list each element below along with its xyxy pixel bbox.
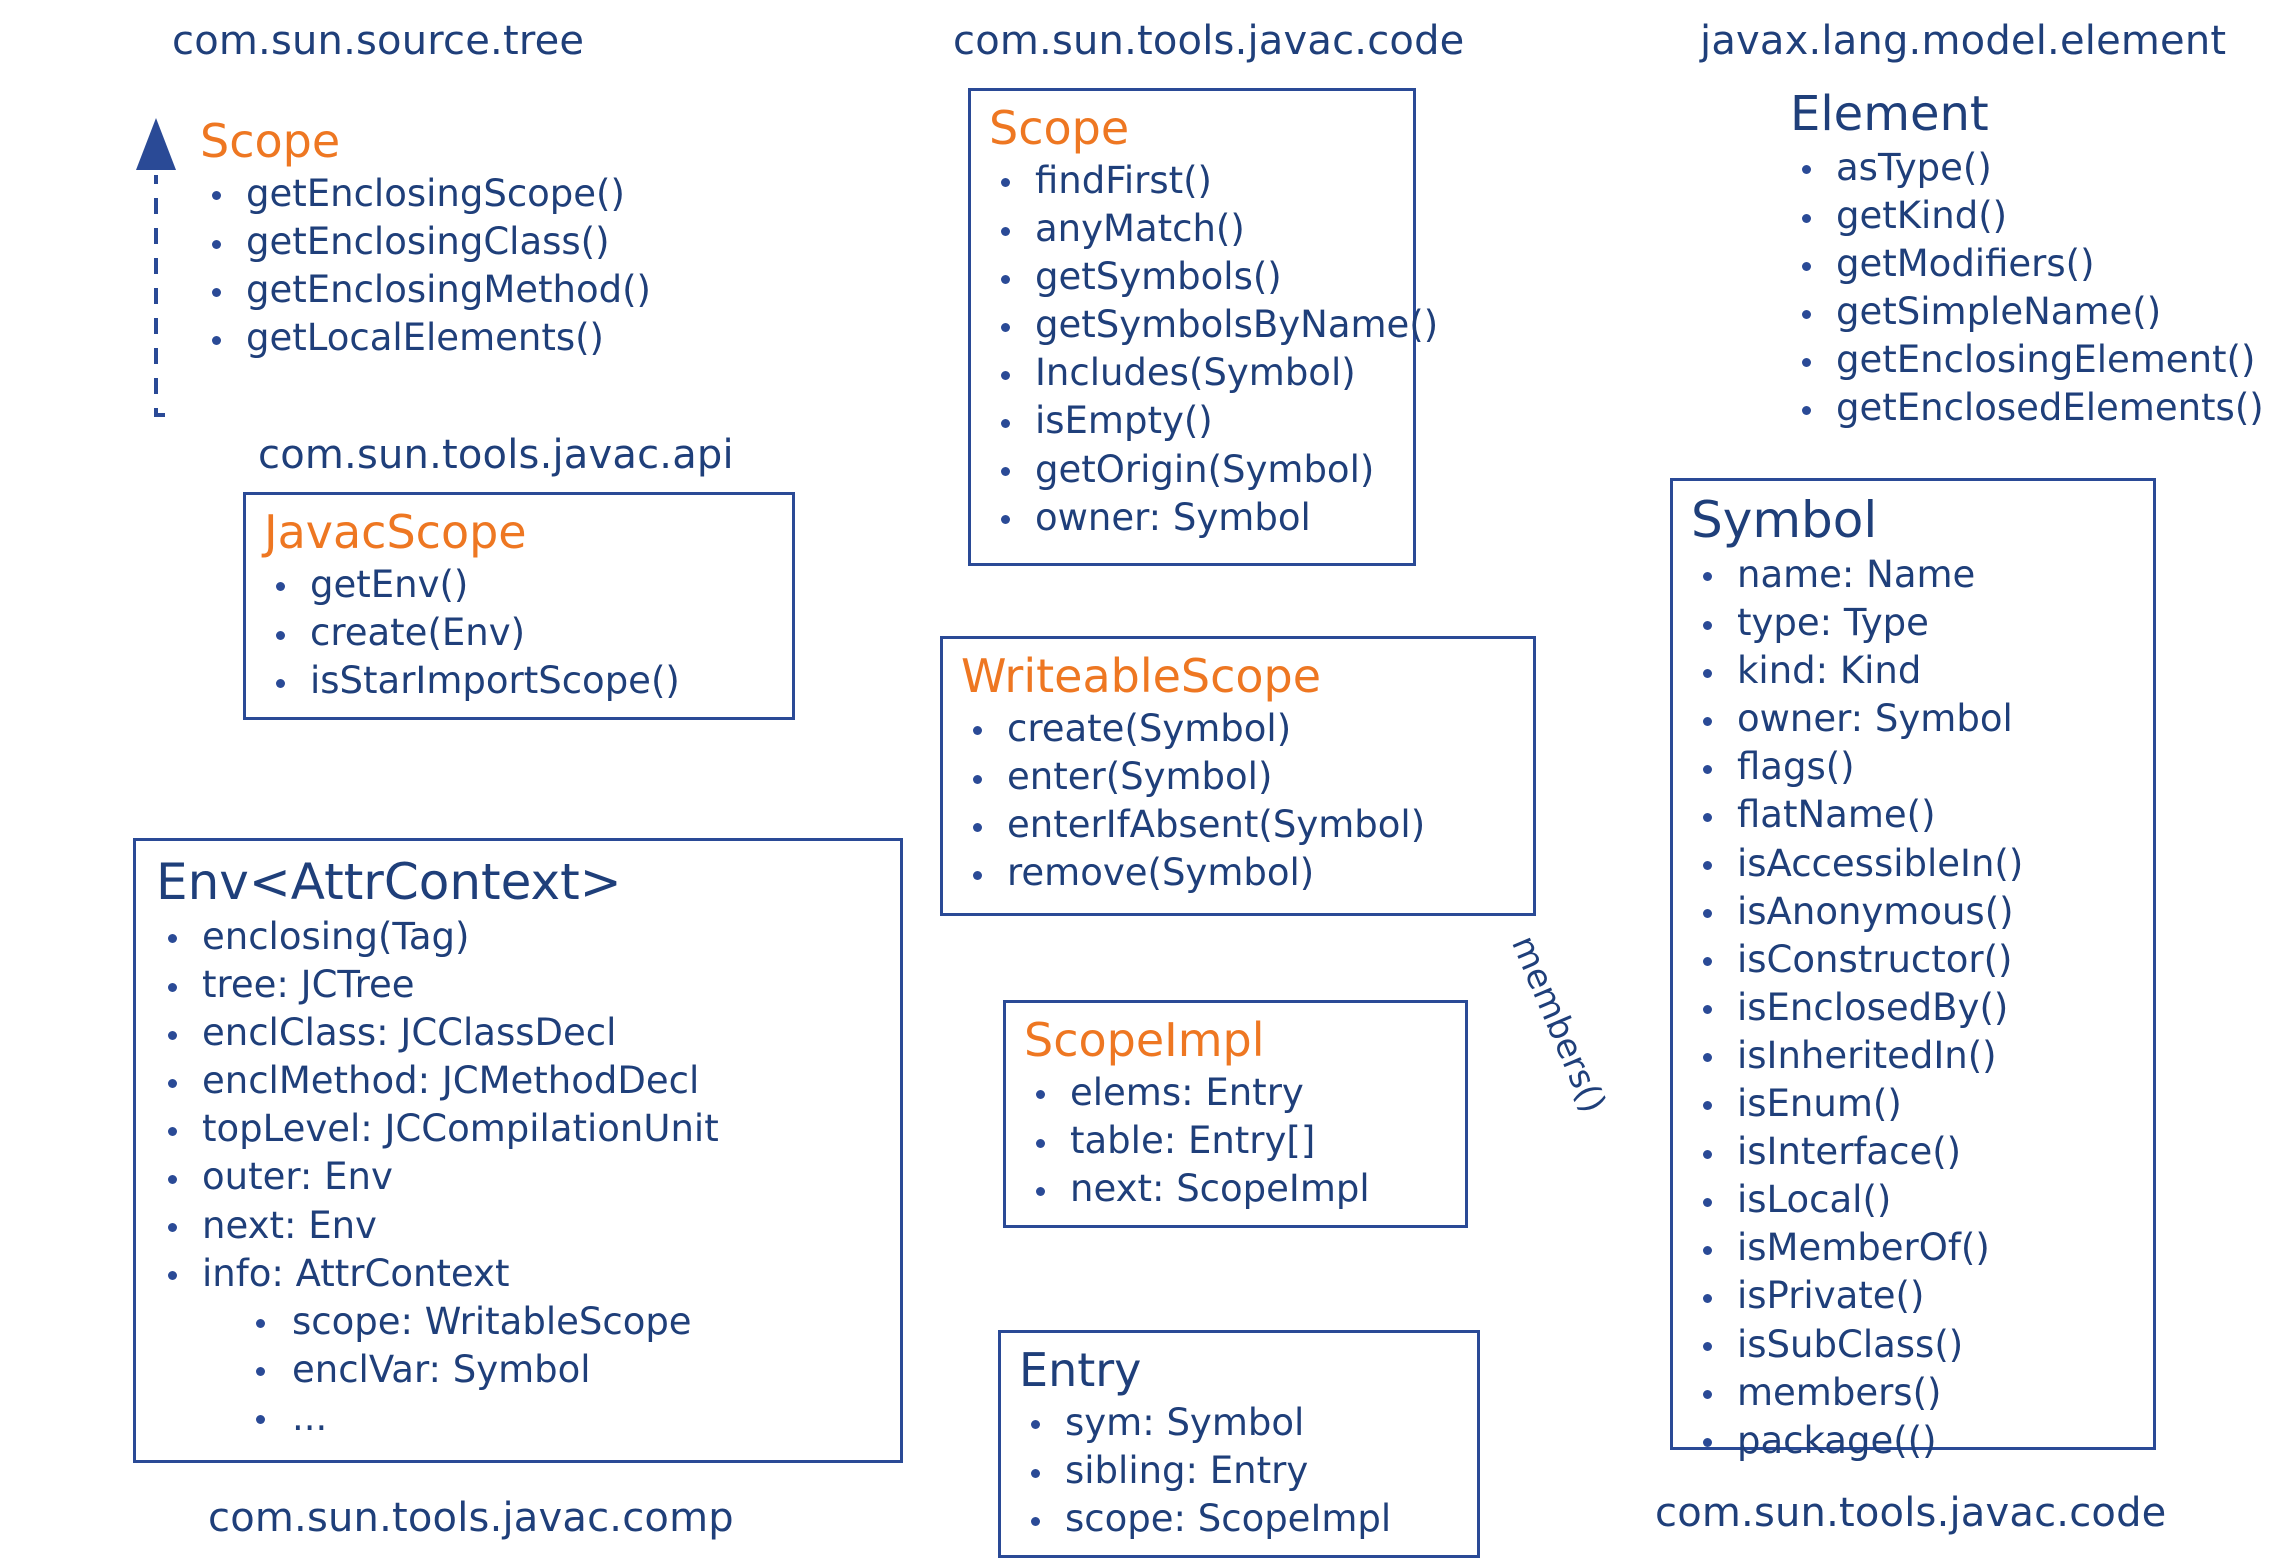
class-box-symbol[interactable]: Symbol name: Name type: Type kind: Kind …	[1670, 478, 2156, 1462]
member-item: getEnv()	[264, 561, 774, 609]
member-item-nested: ...	[156, 1394, 880, 1442]
member-item: enclMethod: JCMethodDecl	[156, 1057, 880, 1105]
member-item: isEmpty()	[989, 397, 1395, 445]
member-item: isSubClass()	[1691, 1321, 2135, 1369]
package-label-source-tree: com.sun.source.tree	[172, 18, 585, 64]
member-list-entry: sym: Symbol sibling: Entry scope: ScopeI…	[1019, 1399, 1459, 1543]
member-list-scope-source-tree: getEnclosingScope() getEnclosingClass() …	[200, 170, 651, 362]
class-box-element[interactable]: Element asType() getKind() getModifiers(…	[1790, 90, 2264, 433]
member-list-env-attrcontext: enclosing(Tag) tree: JCTree enclClass: J…	[156, 913, 880, 1442]
member-item: getLocalElements()	[200, 314, 651, 362]
member-item: isStarImportScope()	[264, 657, 774, 705]
member-item: type: Type	[1691, 599, 2135, 647]
member-item: isInterface()	[1691, 1128, 2135, 1176]
member-item: owner: Symbol	[1691, 695, 2135, 743]
member-item: isPrivate()	[1691, 1272, 2135, 1320]
member-list-symbol: name: Name type: Type kind: Kind owner: …	[1691, 551, 2135, 1465]
member-item: getEnclosingMethod()	[200, 266, 651, 314]
member-item: remove(Symbol)	[961, 849, 1515, 897]
member-item: isInheritedIn()	[1691, 1032, 2135, 1080]
package-label-javac-api: com.sun.tools.javac.api	[258, 432, 734, 478]
member-item: tree: JCTree	[156, 961, 880, 1009]
edge-label-members-call: members()	[1503, 930, 1614, 1119]
class-title-scope-javac-code: Scope	[989, 101, 1130, 155]
member-item: name: Name	[1691, 551, 2135, 599]
member-item-nested: scope: WritableScope	[156, 1298, 880, 1346]
member-item: isAnonymous()	[1691, 888, 2135, 936]
member-item: sibling: Entry	[1019, 1447, 1459, 1495]
member-list-element: asType() getKind() getModifiers() getSim…	[1790, 144, 2264, 433]
member-item: next: Env	[156, 1202, 880, 1250]
member-item: Includes(Symbol)	[989, 349, 1395, 397]
member-item: getModifiers()	[1790, 240, 2264, 288]
member-item: isAccessibleIn()	[1691, 840, 2135, 888]
class-title-env-attrcontext: Env<AttrContext>	[156, 853, 622, 911]
member-item: findFirst()	[989, 157, 1395, 205]
member-item: getEnclosingElement()	[1790, 336, 2264, 384]
class-box-entry[interactable]: Entry sym: Symbol sibling: Entry scope: …	[998, 1330, 1480, 1558]
package-label-model-element: javax.lang.model.element	[1700, 18, 2227, 64]
member-item: anyMatch()	[989, 205, 1395, 253]
member-item-nested: enclVar: Symbol	[156, 1346, 880, 1394]
member-item: enclClass: JCClassDecl	[156, 1009, 880, 1057]
class-box-scope-javac-code[interactable]: Scope findFirst() anyMatch() getSymbols(…	[968, 88, 1438, 566]
class-box-javacscope[interactable]: JavacScope getEnv() create(Env) isStarIm…	[243, 492, 795, 720]
class-box-scopeimpl[interactable]: ScopeImpl elems: Entry table: Entry[] ne…	[1003, 1000, 1468, 1228]
member-item: next: ScopeImpl	[1024, 1165, 1447, 1213]
class-title-scope-source-tree: Scope	[200, 114, 341, 168]
member-item: package(()	[1691, 1417, 2135, 1465]
member-item: getOrigin(Symbol)	[989, 446, 1395, 494]
package-label-javac-code-top: com.sun.tools.javac.code	[953, 18, 1465, 64]
member-item: getEnclosingScope()	[200, 170, 651, 218]
class-title-entry: Entry	[1019, 1343, 1142, 1397]
member-item: isMemberOf()	[1691, 1224, 2135, 1272]
member-item: flags()	[1691, 743, 2135, 791]
class-box-writeablescope[interactable]: WriteableScope create(Symbol) enter(Symb…	[940, 636, 1536, 916]
member-item: enter(Symbol)	[961, 753, 1515, 801]
member-item: isConstructor()	[1691, 936, 2135, 984]
member-list-writeablescope: create(Symbol) enter(Symbol) enterIfAbse…	[961, 705, 1515, 897]
member-item: members()	[1691, 1369, 2135, 1417]
member-item: elems: Entry	[1024, 1069, 1447, 1117]
member-item: isEnum()	[1691, 1080, 2135, 1128]
class-title-javacscope: JavacScope	[264, 505, 527, 559]
member-item: isLocal()	[1691, 1176, 2135, 1224]
class-title-writeablescope: WriteableScope	[961, 649, 1322, 703]
class-box-env-attrcontext[interactable]: Env<AttrContext> enclosing(Tag) tree: JC…	[133, 838, 903, 1463]
class-title-scopeimpl: ScopeImpl	[1024, 1013, 1265, 1067]
member-item: getEnclosedElements()	[1790, 384, 2264, 432]
member-item: getSymbolsByName()	[989, 301, 1438, 349]
member-item: sym: Symbol	[1019, 1399, 1459, 1447]
member-item: outer: Env	[156, 1153, 880, 1201]
member-item: create(Symbol)	[961, 705, 1515, 753]
member-item: getEnclosingClass()	[200, 218, 651, 266]
member-item: topLevel: JCCompilationUnit	[156, 1105, 880, 1153]
member-item: enterIfAbsent(Symbol)	[961, 801, 1515, 849]
edge-javacscope-implements-scope	[136, 118, 176, 417]
member-item: enclosing(Tag)	[156, 913, 880, 961]
member-item: info: AttrContext	[156, 1250, 880, 1298]
member-item: asType()	[1790, 144, 2264, 192]
member-item: isEnclosedBy()	[1691, 984, 2135, 1032]
member-item: kind: Kind	[1691, 647, 2135, 695]
member-item: owner: Symbol	[989, 494, 1395, 542]
member-list-javacscope: getEnv() create(Env) isStarImportScope()	[264, 561, 774, 705]
class-title-symbol: Symbol	[1691, 491, 1878, 549]
member-list-scopeimpl: elems: Entry table: Entry[] next: ScopeI…	[1024, 1069, 1447, 1213]
member-item: create(Env)	[264, 609, 774, 657]
member-item: getSimpleName()	[1790, 288, 2264, 336]
member-item: flatName()	[1691, 791, 2135, 839]
member-item: getSymbols()	[989, 253, 1395, 301]
member-item: getKind()	[1790, 192, 2264, 240]
member-item: table: Entry[]	[1024, 1117, 1447, 1165]
member-item: scope: ScopeImpl	[1019, 1495, 1459, 1543]
package-label-javac-code-bottom: com.sun.tools.javac.code	[1655, 1490, 2167, 1536]
member-list-scope-javac-code: findFirst() anyMatch() getSymbols() getS…	[989, 157, 1438, 542]
package-label-javac-comp: com.sun.tools.javac.comp	[208, 1495, 734, 1541]
class-box-scope-source-tree[interactable]: Scope getEnclosingScope() getEnclosingCl…	[200, 118, 651, 362]
class-title-element: Element	[1790, 86, 1989, 142]
